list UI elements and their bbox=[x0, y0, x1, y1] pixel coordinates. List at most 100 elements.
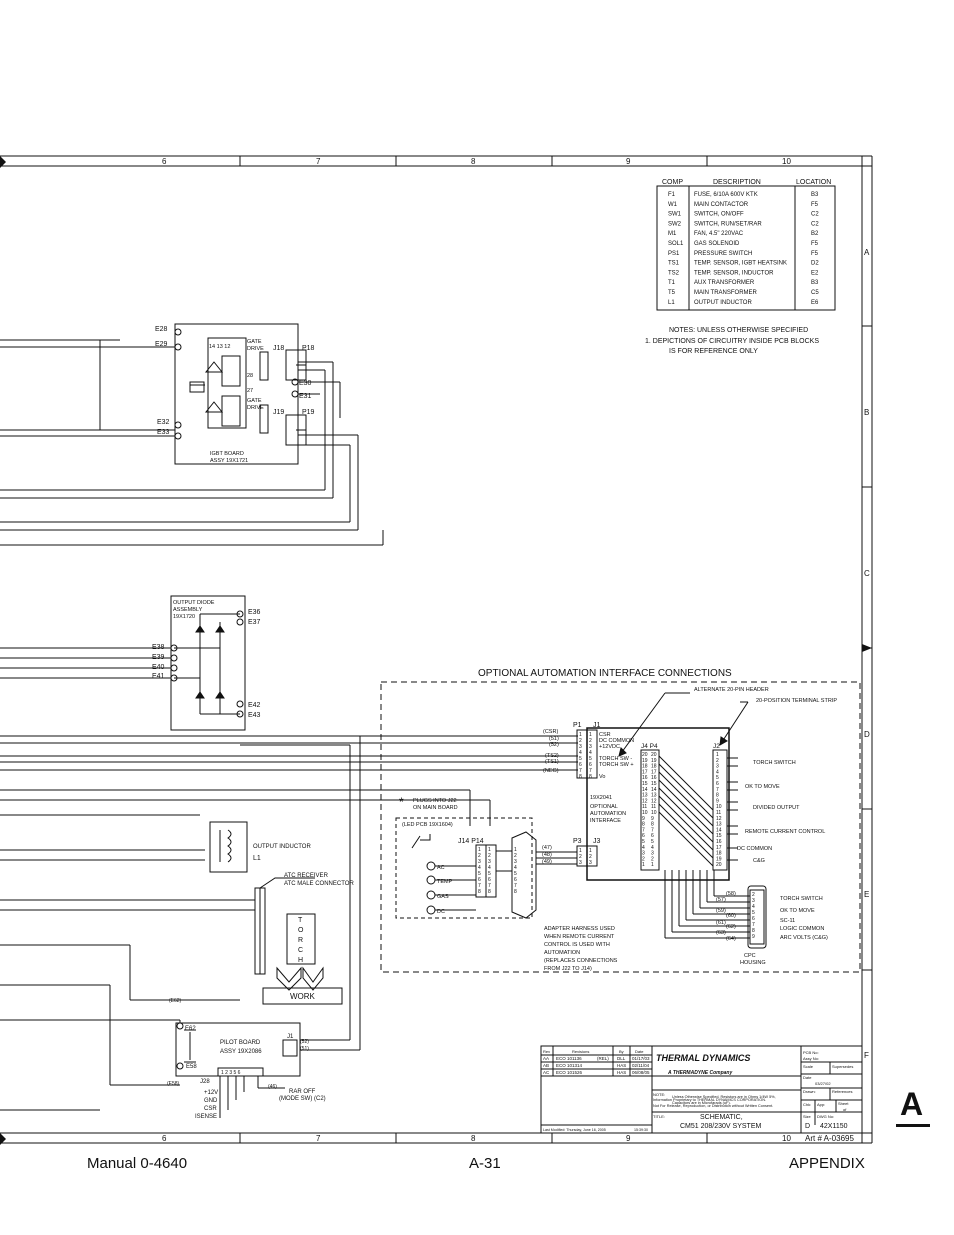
company-sub: A THERMADYNE Company bbox=[667, 1070, 732, 1076]
wire-label: (52) bbox=[549, 742, 559, 748]
tb-last-mod: Last Modified: Thursday, June 16, 2005 bbox=[543, 1128, 606, 1132]
wire-label: (60) bbox=[726, 913, 736, 919]
pin-number: 4 bbox=[488, 865, 491, 871]
tb-field: Size bbox=[803, 1114, 812, 1119]
pin-number: 14 bbox=[642, 787, 648, 793]
led-label: DC bbox=[437, 909, 445, 915]
table-cell: T5 bbox=[668, 290, 676, 296]
tb-title-label: TITLE: bbox=[653, 1114, 665, 1119]
pin-number: 12 bbox=[651, 798, 657, 804]
pin-number: 28 bbox=[247, 373, 253, 379]
pin-number: 8 bbox=[752, 928, 755, 934]
tb-header: Date bbox=[635, 1049, 644, 1054]
wire-label: (51) bbox=[549, 736, 559, 742]
col-label: 10 bbox=[782, 1134, 791, 1143]
rev-cell: 06/08/05 bbox=[632, 1070, 650, 1075]
wire-label: (TS1) bbox=[545, 759, 559, 765]
pin-number: 15 bbox=[651, 781, 657, 787]
pin-number: 9 bbox=[651, 816, 654, 822]
pin-number: 4 bbox=[642, 845, 645, 851]
pin-number: 27 bbox=[247, 388, 253, 394]
wire-label: (E58) bbox=[167, 1081, 180, 1087]
table-header: COMP bbox=[662, 179, 683, 186]
table-cell: E2 bbox=[811, 270, 819, 276]
pin-number: 5 bbox=[514, 871, 517, 877]
adapter-note: FROM J22 TO J14) bbox=[544, 966, 592, 972]
board-assy: ASSY 19X1721 bbox=[210, 458, 248, 464]
pin-number: 7 bbox=[514, 883, 517, 889]
table-cell: W1 bbox=[668, 202, 678, 208]
pin-number: 6 bbox=[752, 916, 755, 922]
table-cell: SW1 bbox=[668, 212, 682, 218]
pin-number: 7 bbox=[642, 827, 645, 833]
pin-number: 19 bbox=[642, 758, 648, 764]
pin-number: 16 bbox=[716, 839, 722, 845]
pin-number: 15 bbox=[716, 833, 722, 839]
pin-number: 6 bbox=[579, 762, 582, 768]
pin-number: 13 bbox=[651, 793, 657, 799]
j1-signal: CSR bbox=[599, 732, 611, 738]
pin-number: 6 bbox=[589, 762, 592, 768]
pin-number: 3 bbox=[716, 764, 719, 770]
rev-cell: ECO 101526 bbox=[556, 1070, 583, 1075]
table-cell: D2 bbox=[811, 261, 819, 267]
tb-field: Sheet bbox=[838, 1101, 849, 1106]
notes-line: IS FOR REFERENCE ONLY bbox=[669, 348, 758, 355]
table-header: DESCRIPTION bbox=[713, 179, 761, 186]
table-cell: MAIN TRANSFORMER bbox=[694, 290, 758, 296]
connector-j19: J19 bbox=[273, 409, 284, 416]
pin-number: 1 bbox=[651, 862, 654, 868]
pin-number: 2 bbox=[589, 854, 592, 860]
terminal-e32: E32 bbox=[157, 419, 170, 426]
pin-number: 3 bbox=[752, 898, 755, 904]
rev-cell: HAS bbox=[617, 1070, 626, 1075]
tb-field: PCB No: bbox=[803, 1050, 819, 1055]
pin-number: 2 bbox=[642, 856, 645, 862]
rev-cell: HAS bbox=[617, 1063, 626, 1068]
j1-signal: Vo bbox=[599, 774, 605, 780]
torch-letter: R bbox=[298, 937, 303, 944]
tb-header: Rev bbox=[543, 1049, 550, 1054]
connector-j3: J3 bbox=[593, 838, 601, 845]
tb-field: Chk: bbox=[803, 1102, 811, 1107]
col-label: 7 bbox=[316, 157, 321, 166]
notes-line: 1. DEPICTIONS OF CIRCUITRY INSIDE PCB BL… bbox=[645, 338, 819, 345]
pin-number: 7 bbox=[579, 768, 582, 774]
table-cell: GAS SOLENOID bbox=[694, 241, 740, 247]
wire-label: (52) bbox=[300, 1039, 309, 1045]
pin-number: 7 bbox=[651, 827, 654, 833]
tb-field: 03/27/02 bbox=[815, 1081, 831, 1086]
pin-numbers: 14 13 12 bbox=[209, 344, 230, 350]
table-cell: PS1 bbox=[668, 251, 680, 257]
terminal-e33: E33 bbox=[157, 429, 170, 436]
pin-number: 1 bbox=[589, 848, 592, 854]
pin-number: 7 bbox=[589, 768, 592, 774]
tb-field: of bbox=[843, 1107, 847, 1112]
col-label: 10 bbox=[782, 157, 791, 166]
connector-j1: J1 bbox=[593, 722, 601, 729]
pin-number: 16 bbox=[642, 775, 648, 781]
pin-number: 5 bbox=[478, 871, 481, 877]
gate-drive-label: DRIVE bbox=[247, 346, 264, 352]
pin-number: 3 bbox=[579, 860, 582, 866]
pilot-label: PILOT BOARD bbox=[220, 1040, 261, 1046]
pin-number: 6 bbox=[478, 877, 481, 883]
terminal-e40: E40 bbox=[152, 664, 165, 671]
terminal-e43: E43 bbox=[248, 712, 261, 719]
table-cell: AUX TRANSFORMER bbox=[694, 280, 755, 286]
output-label: C&G bbox=[753, 858, 765, 864]
rev-cell: 02/11/04 bbox=[632, 1063, 650, 1068]
work-label: WORK bbox=[290, 992, 316, 1001]
tb-field: Scale bbox=[803, 1064, 814, 1069]
connector-j1: J1 bbox=[287, 1034, 294, 1040]
pin-number: 4 bbox=[514, 865, 517, 871]
pin-number: 5 bbox=[579, 756, 582, 762]
connector-j28: J28 bbox=[200, 1079, 210, 1085]
tb-size: D bbox=[805, 1123, 810, 1130]
wire-label: (46) bbox=[268, 1084, 277, 1090]
company-logo: THERMAL DYNAMICS bbox=[656, 1053, 750, 1063]
pin-number: 8 bbox=[642, 822, 645, 828]
pin-number: 2 bbox=[651, 856, 654, 862]
board-label: IGBT BOARD bbox=[210, 451, 244, 457]
pin-number: 17 bbox=[651, 769, 657, 775]
